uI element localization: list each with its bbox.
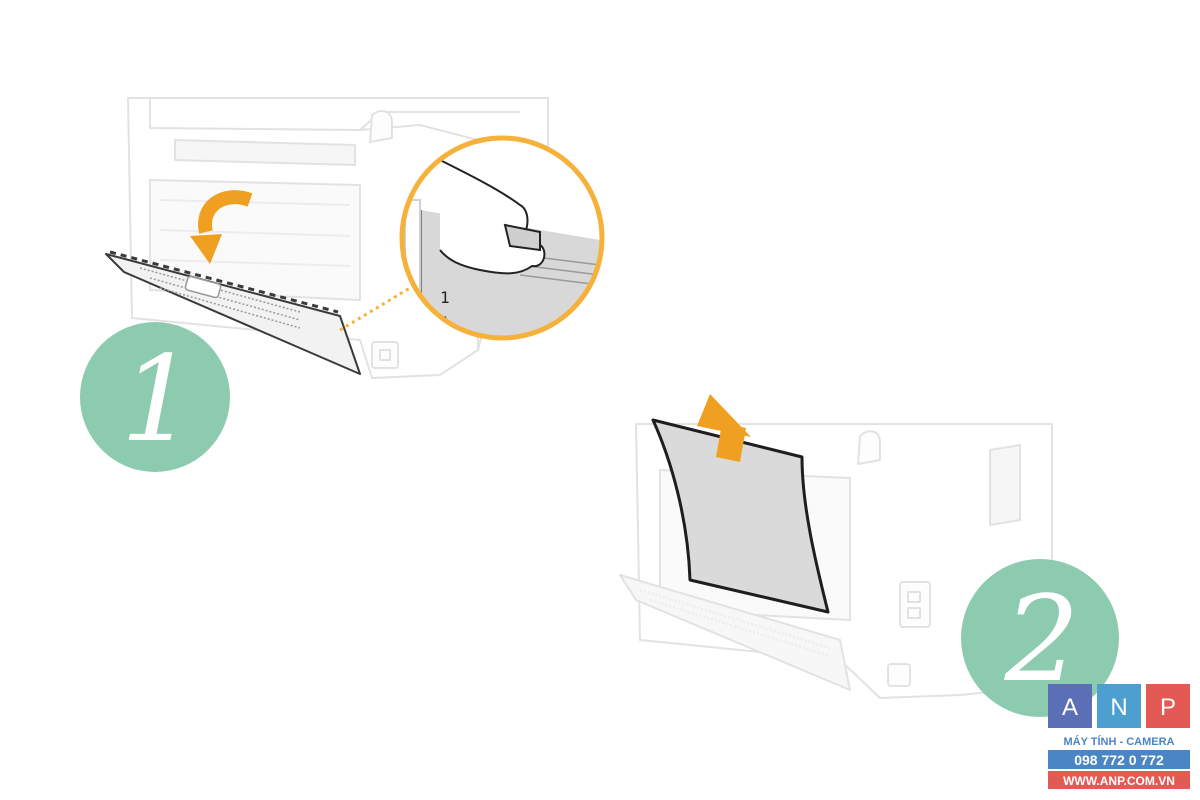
curved-arrow-down-icon [190,190,253,264]
printer2-rear-cover [619,574,851,691]
step1-number: 1 [120,330,195,468]
logo-website: WWW.ANP.COM.VN [1063,774,1175,788]
printer1-rollers [159,199,351,267]
jammed-paper-sheet [651,418,830,614]
logo-tile-p [1146,684,1190,728]
printer1-hinge [369,109,393,143]
logo-letter-n: N [1110,694,1127,721]
magnifier-callout-icon: 1 1 [399,135,605,341]
logo-phone: 098 772 0 772 [1074,752,1164,768]
logo-tile-n [1097,684,1141,728]
logo-tagline: MÁY TÍNH - CAMERA [1063,735,1174,748]
step1-rear-cover [105,250,361,375]
printer1-vent [174,139,356,166]
callout-mark-1: 1 [440,288,450,307]
logo-letter-p: P [1160,694,1176,721]
step1-badge: 1 [80,322,230,472]
printer2-vent [989,444,1021,526]
step2-badge: 2 [961,559,1119,717]
logo-tile-a [1048,684,1092,728]
logo-letter-a: A [1062,694,1078,721]
arrow-up-icon [697,394,751,462]
callout-leader-line [339,280,421,332]
rear-cover-grill [139,267,301,329]
printer2-hinge [857,430,881,465]
printer1-port [371,341,399,369]
anp-logo: A N P MÁY TÍNH - CAMERA 098 772 0 772 WW… [1048,684,1190,789]
printer2-port [899,581,931,628]
